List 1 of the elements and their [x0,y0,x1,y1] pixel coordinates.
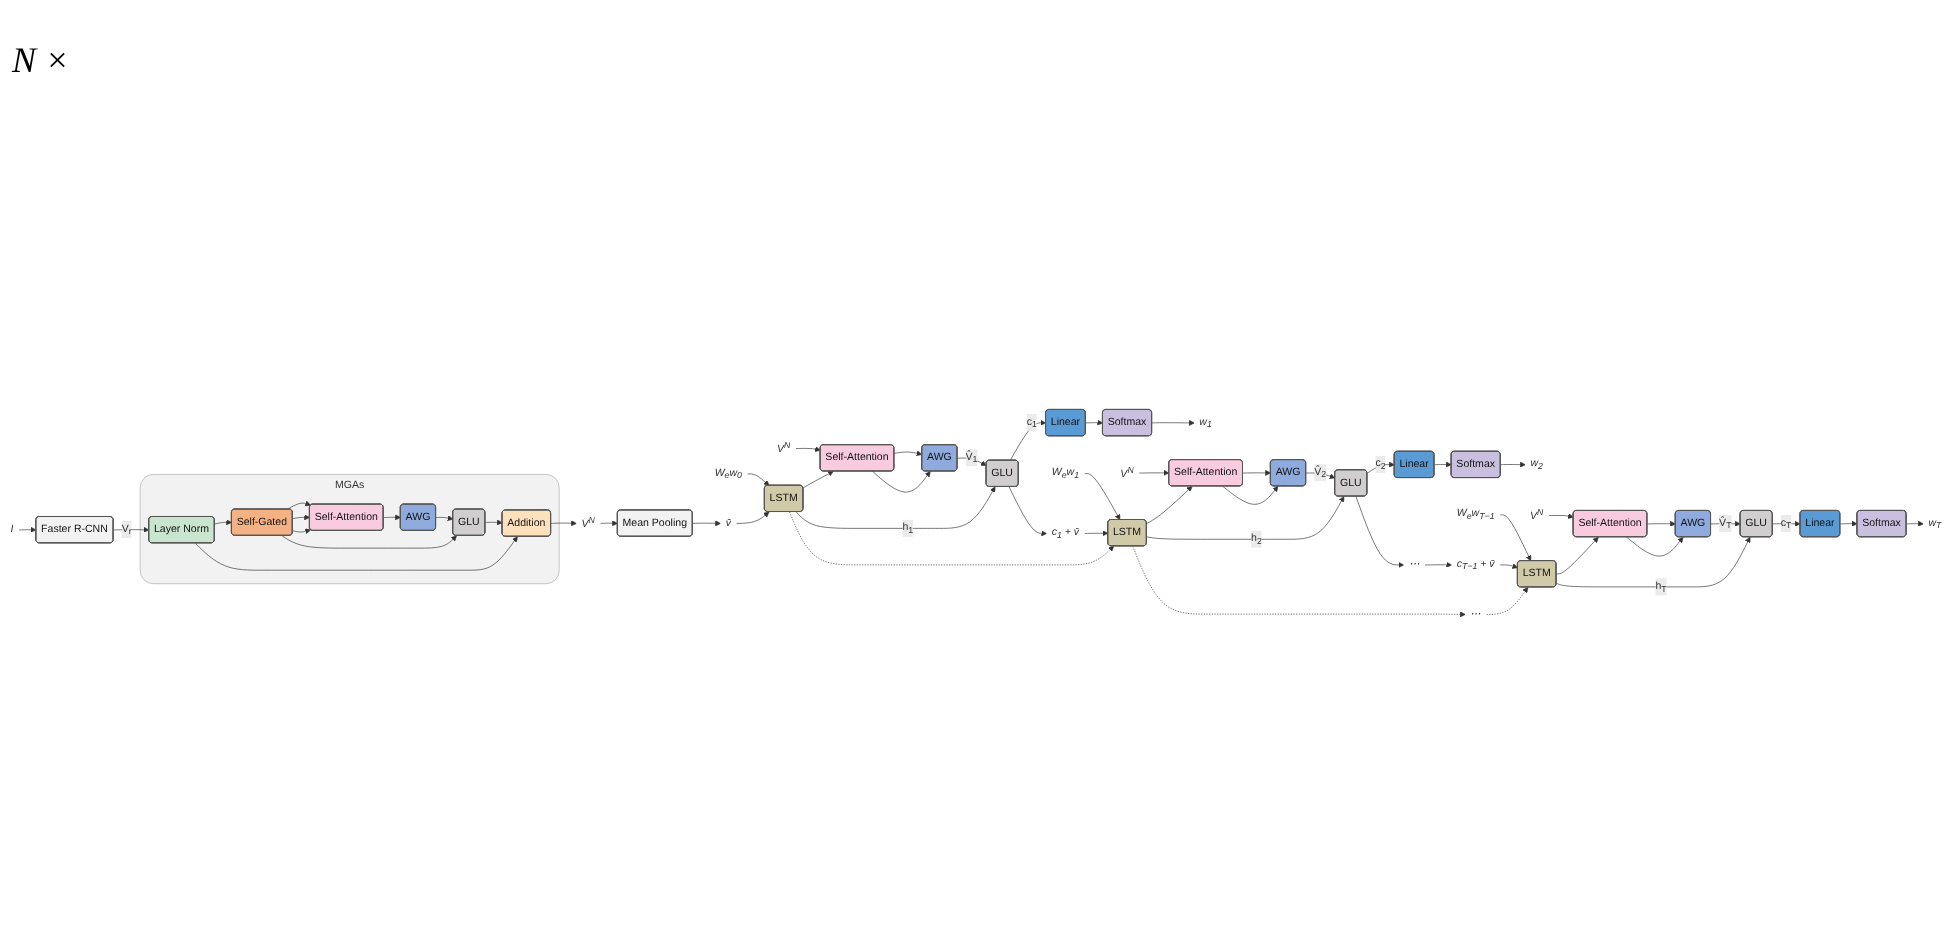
repeat-label: N × [12,40,70,82]
